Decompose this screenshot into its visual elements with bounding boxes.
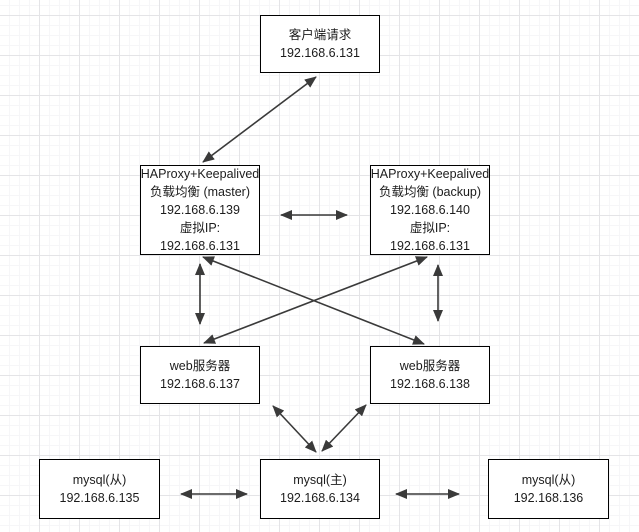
- node-label: mysql(从): [72, 473, 127, 487]
- node-label: mysql(主): [293, 473, 347, 487]
- node-haproxy-master: HAProxy+Keepalived 负载均衡 (master) 192.168…: [140, 165, 260, 255]
- connector-web1-mysql-master: [272, 405, 317, 453]
- node-haproxy-backup: HAProxy+Keepalived 负载均衡 (backup) 192.168…: [370, 165, 490, 255]
- node-ip: 192.168.6.131: [280, 46, 360, 60]
- node-label: 虚拟IP:: [179, 221, 221, 235]
- node-ip: 192.168.6.131: [160, 239, 240, 253]
- node-mysql-slave-2: mysql(从) 192.168.136: [488, 459, 609, 519]
- connector-client-haproxy-master: [202, 76, 317, 163]
- node-web-server-1: web服务器 192.168.6.137: [140, 346, 260, 404]
- node-label: HAProxy+Keepalived: [140, 167, 260, 181]
- node-label: 客户端请求: [288, 28, 352, 42]
- node-mysql-slave-1: mysql(从) 192.168.6.135: [39, 459, 160, 519]
- node-label: 负载均衡 (master): [149, 185, 250, 199]
- connector-haproxy-backup-web1: [203, 256, 428, 344]
- node-label: 虚拟IP:: [409, 221, 451, 235]
- node-label: mysql(从): [521, 473, 576, 487]
- node-ip: 192.168.136: [513, 491, 584, 505]
- node-label: web服务器: [169, 359, 231, 373]
- node-ip: 192.168.6.140: [390, 203, 470, 217]
- node-label: 负载均衡 (backup): [378, 185, 482, 199]
- connector-web2-mysql-master: [321, 404, 367, 452]
- node-ip: 192.168.6.134: [280, 491, 360, 505]
- node-mysql-master: mysql(主) 192.168.6.134: [260, 459, 380, 519]
- node-ip: 192.168.6.138: [390, 377, 470, 391]
- node-client-request: 客户端请求 192.168.6.131: [260, 15, 380, 73]
- node-label: web服务器: [399, 359, 461, 373]
- node-label: HAProxy+Keepalived: [370, 167, 490, 181]
- node-web-server-2: web服务器 192.168.6.138: [370, 346, 490, 404]
- node-ip: 192.168.6.139: [160, 203, 240, 217]
- node-ip: 192.168.6.135: [59, 491, 140, 505]
- node-ip: 192.168.6.137: [160, 377, 240, 391]
- node-ip: 192.168.6.131: [390, 239, 470, 253]
